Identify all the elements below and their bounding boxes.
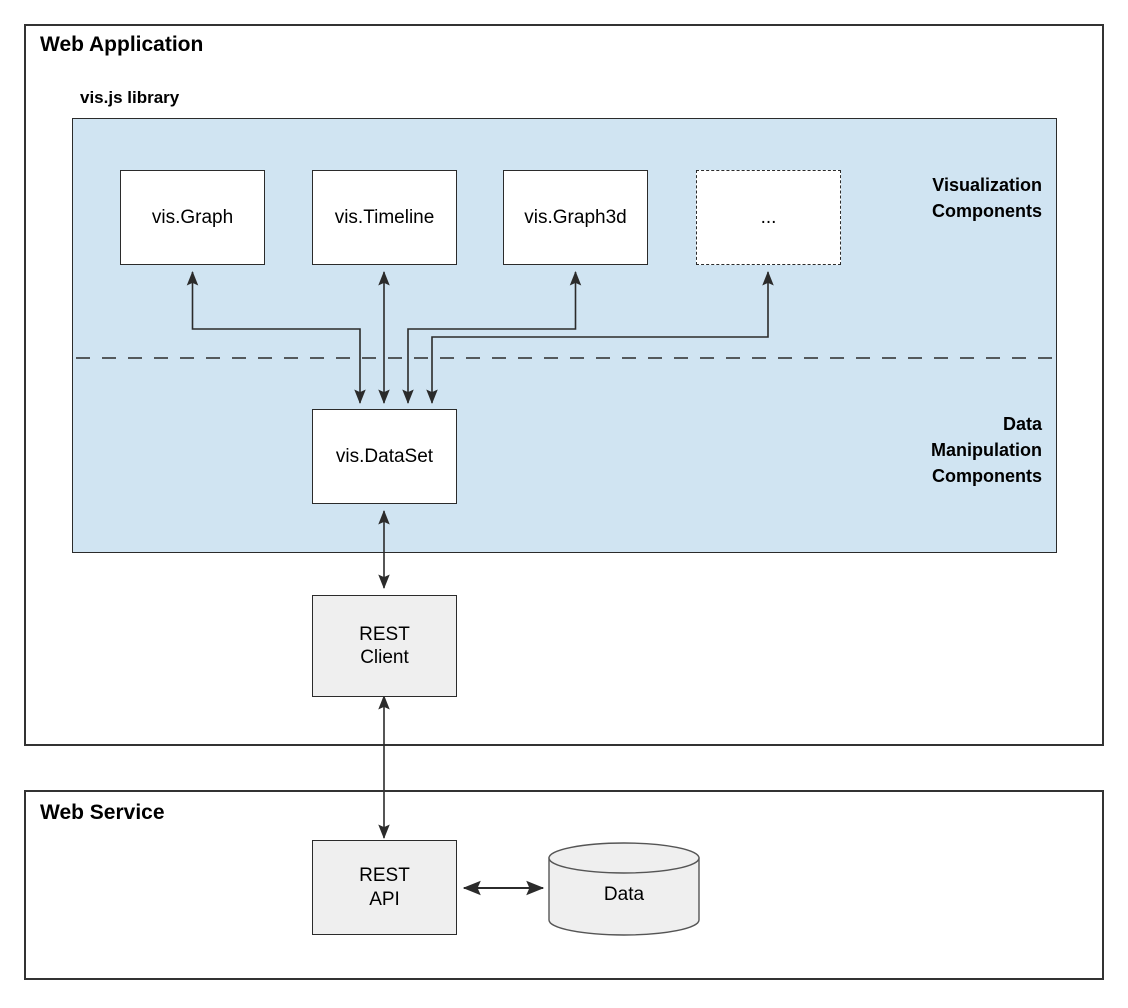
node-more-components[interactable]: ... (696, 170, 841, 265)
node-vis-graph3d[interactable]: vis.Graph3d (503, 170, 648, 265)
data-manipulation-label-line3: Components (932, 466, 1042, 487)
web-service-title: Web Service (40, 801, 165, 824)
rest-api-label-line1: REST (359, 865, 410, 887)
web-service-container (24, 790, 1104, 980)
visualization-components-label-line1: Visualization (932, 175, 1042, 195)
database-label: Data (603, 884, 645, 905)
rest-client-label-line1: REST (359, 623, 410, 645)
web-application-title: Web Application (40, 33, 204, 56)
data-manipulation-components-label: Data Manipulation Components (931, 411, 1042, 489)
node-rest-client[interactable]: REST Client (312, 595, 457, 697)
node-database[interactable]: Data (548, 842, 700, 936)
rest-client-label-line2: Client (360, 647, 409, 668)
visjs-library-title: vis.js library (80, 88, 180, 107)
node-vis-graph[interactable]: vis.Graph (120, 170, 265, 265)
node-vis-timeline[interactable]: vis.Timeline (312, 170, 457, 265)
visualization-components-label: Visualization Components (932, 172, 1042, 224)
node-rest-api[interactable]: REST API (312, 840, 457, 935)
data-manipulation-label-line2: Manipulation (931, 440, 1042, 461)
data-manipulation-label-line1: Data (1002, 414, 1042, 434)
node-vis-dataset[interactable]: vis.DataSet (312, 409, 457, 504)
rest-api-label-line2: API (369, 888, 400, 910)
database-cylinder-icon (548, 842, 700, 936)
web-application-container (24, 24, 1104, 746)
visualization-components-label-line2: Components (932, 201, 1042, 222)
